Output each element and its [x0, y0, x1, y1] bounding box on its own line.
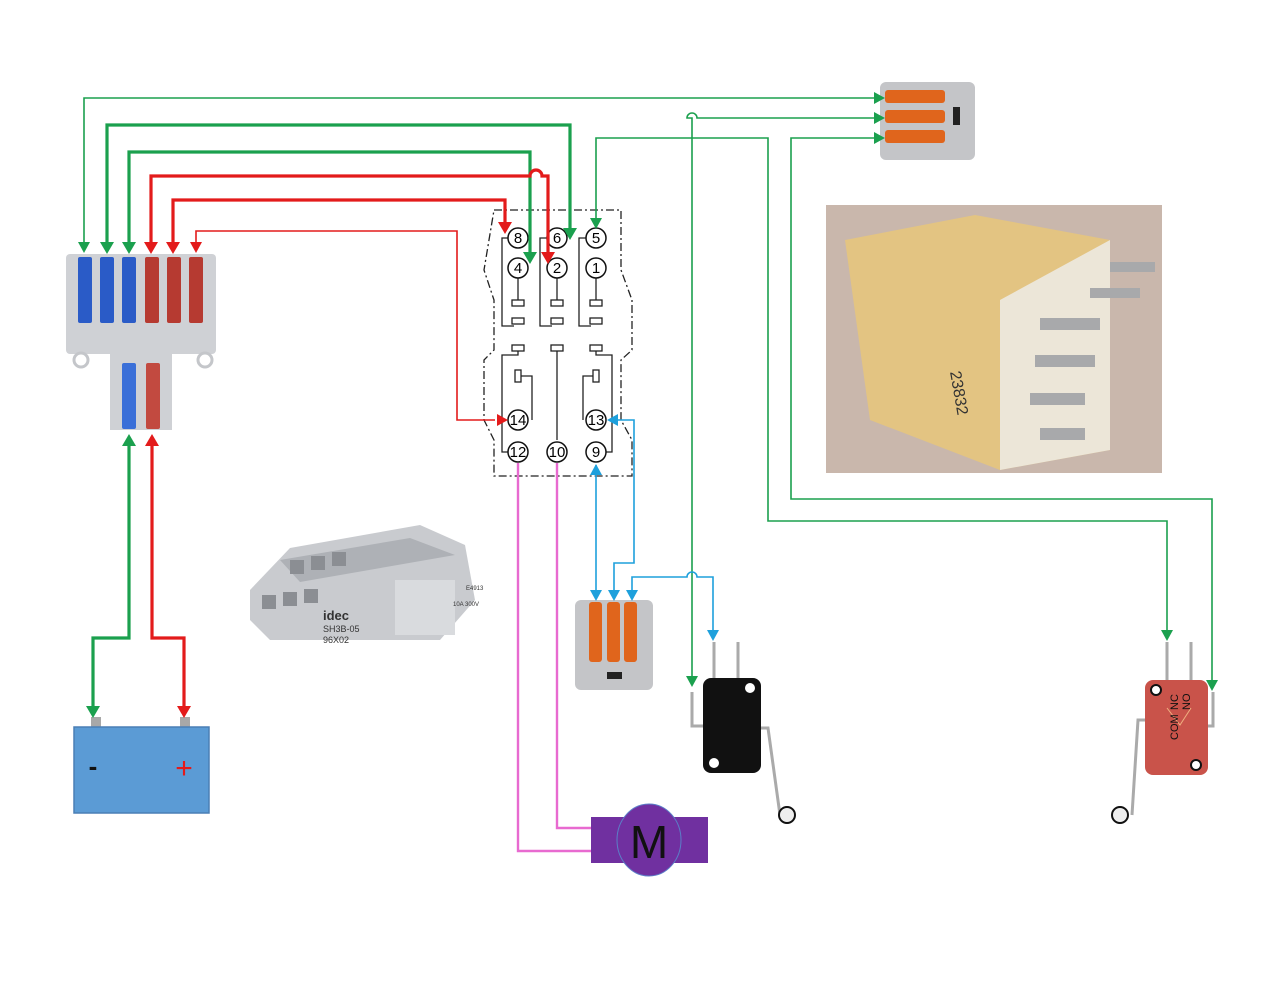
relay-pin-group: 8 6 5 4 2 1 14 13 12 10 9 [507, 227, 607, 463]
wire-green-3 [127, 150, 532, 260]
arrowheads [78, 92, 1218, 718]
bottom-lever-connector [575, 600, 653, 690]
svg-text:9: 9 [592, 444, 600, 461]
battery-positive-label: + [175, 752, 193, 785]
svg-text:13: 13 [588, 412, 605, 429]
wire-green-2 [105, 123, 572, 246]
relay-pin-1: 1 [585, 257, 607, 279]
wire-red-battery [150, 440, 186, 712]
wire-pink-pin10 [555, 463, 591, 830]
relay-pin-6: 6 [546, 227, 568, 249]
socket-rating: 10A 300V [453, 602, 479, 608]
top-lever-connector [880, 82, 975, 160]
switch-label-nc: NC [1169, 694, 1181, 710]
wire-pink-pin12 [516, 463, 591, 853]
socket-model: SH3B-05 [323, 624, 360, 634]
black-limit-switch [690, 642, 796, 824]
wire-green-1 [83, 97, 876, 246]
relay-socket-photo [250, 525, 475, 640]
motor [591, 803, 708, 877]
relay-pin-13: 13 [585, 409, 607, 431]
svg-text:10: 10 [549, 444, 566, 461]
wire-red-2 [171, 198, 507, 246]
svg-text:8: 8 [514, 230, 522, 247]
relay-pin-12: 12 [507, 441, 529, 463]
relay-pin-5: 5 [585, 227, 607, 249]
relay-pin-4: 4 [507, 257, 529, 279]
relay-socket-schematic [483, 209, 633, 477]
relay-pin-10: 10 [546, 441, 568, 463]
relay-pin-14: 14 [507, 409, 529, 431]
switch-label-com: COM [1169, 714, 1181, 740]
relay-pin-9: 9 [585, 441, 607, 463]
blue-lever-group [78, 257, 136, 429]
distribution-lever-connector [66, 254, 216, 430]
switch-label-no: NO [1181, 693, 1193, 710]
wire-blue-pin13 [609, 419, 635, 596]
wire-red-3 [195, 230, 495, 421]
svg-text:4: 4 [514, 260, 522, 277]
svg-text:14: 14 [510, 412, 527, 429]
svg-text:12: 12 [510, 444, 527, 461]
svg-text:1: 1 [592, 260, 600, 277]
wire-green-pin5 [595, 137, 1168, 632]
wire-green-top-row3 [790, 137, 1213, 688]
wire-red-1 [149, 168, 550, 258]
svg-text:2: 2 [553, 260, 561, 277]
svg-text:6: 6 [553, 230, 561, 247]
socket-code: 96X02 [323, 635, 349, 645]
battery [73, 717, 210, 814]
relay-pin-2: 2 [546, 257, 568, 279]
relay-pin-8: 8 [507, 227, 529, 249]
svg-text:5: 5 [592, 230, 600, 247]
red-lever-group [145, 257, 203, 429]
battery-negative-label: - [89, 751, 98, 781]
wire-blue-switch [631, 571, 714, 632]
relay-photo [826, 205, 1162, 473]
wire-green-top-row2 [686, 112, 876, 682]
wire-green-battery [91, 440, 131, 712]
red-limit-switch [1111, 642, 1215, 824]
motor-label: M [630, 816, 668, 868]
socket-cert: E4913 [466, 586, 484, 592]
socket-brand: idec [323, 608, 349, 623]
